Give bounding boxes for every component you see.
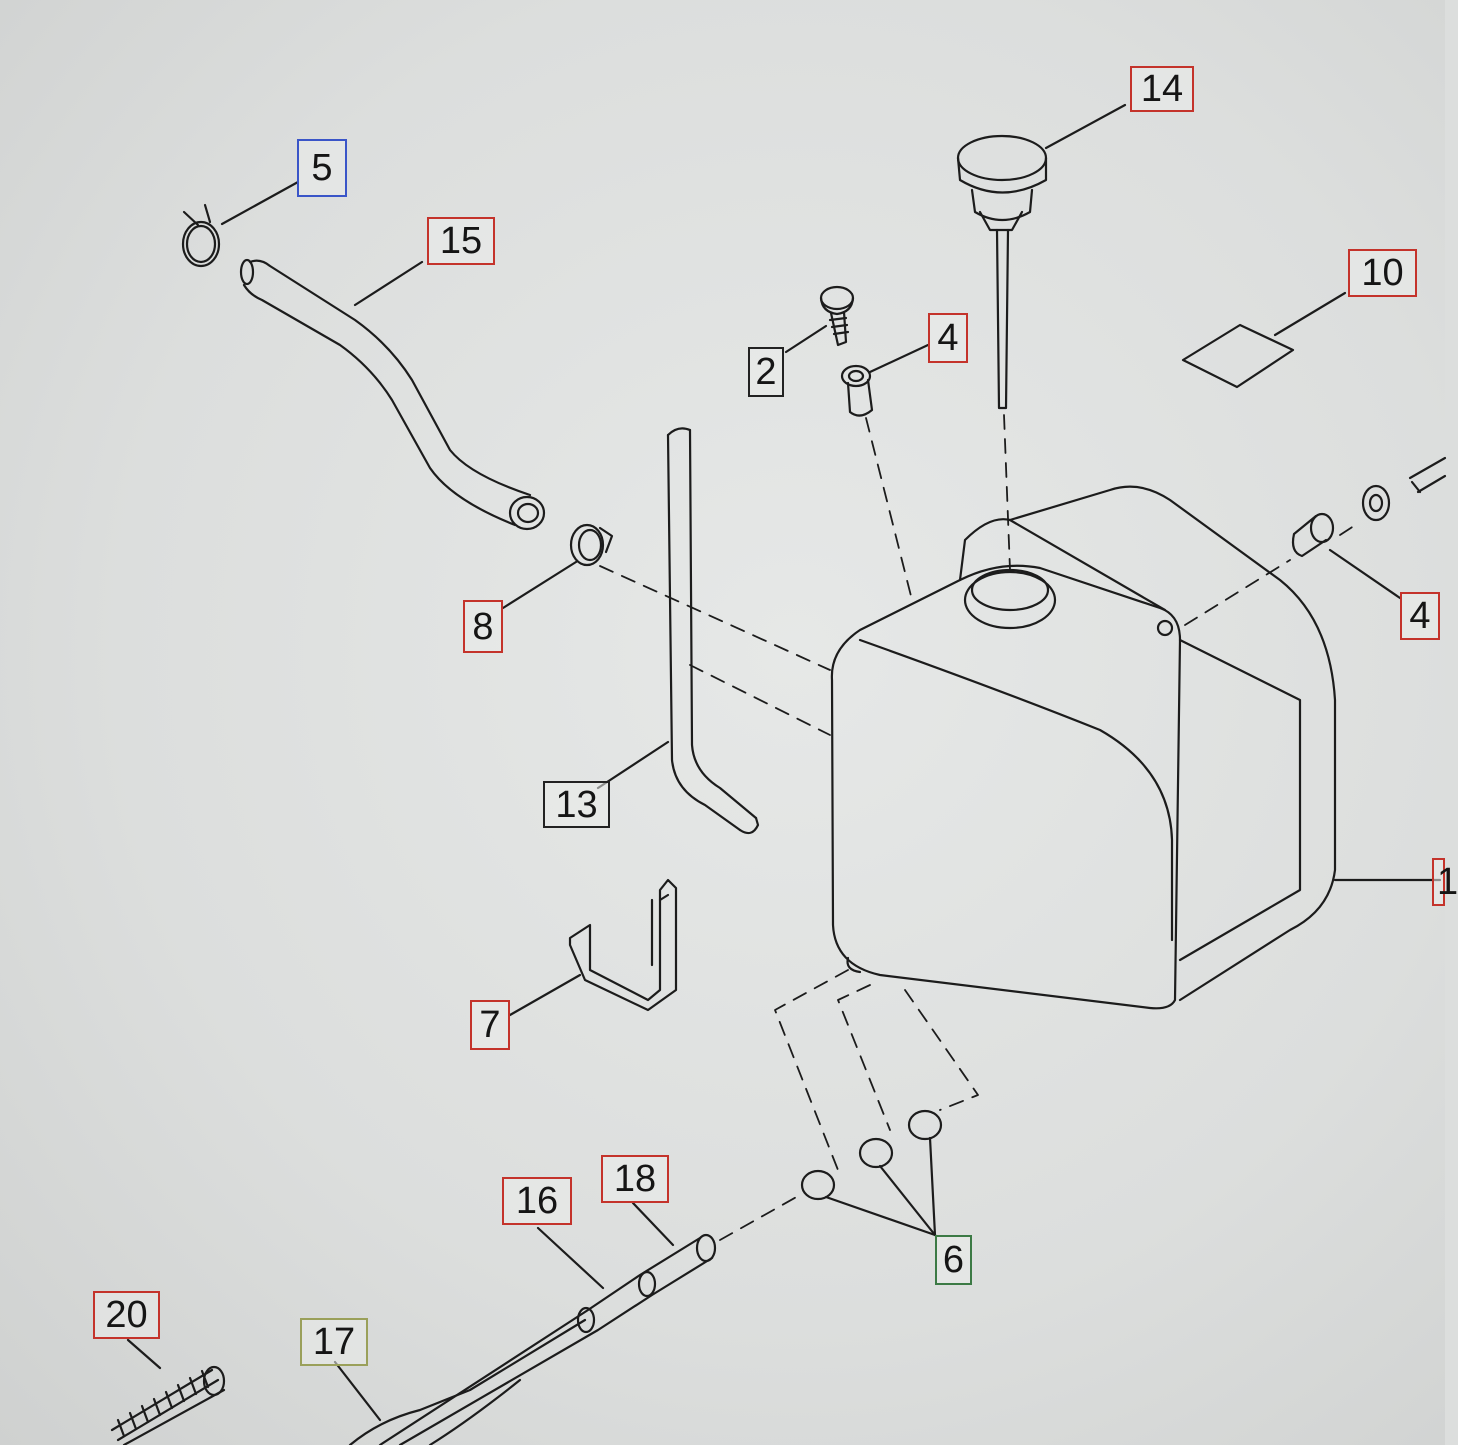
callout-14[interactable]: 14 (1130, 66, 1194, 112)
leader-line-14 (1044, 103, 1127, 150)
callout-10[interactable]: 10 (1348, 249, 1417, 297)
callout-15[interactable]: 15 (427, 217, 495, 265)
clamp-part-8[interactable] (569, 523, 614, 567)
dipstick-cap-part[interactable] (956, 134, 1048, 410)
clamp-part-5[interactable] (181, 203, 221, 268)
leader-line-4-top (868, 343, 930, 374)
spacer-part-4-right[interactable] (1291, 456, 1447, 558)
callout-8[interactable]: 8 (463, 600, 503, 653)
callout-17[interactable]: 17 (300, 1318, 368, 1366)
bracket-part-7[interactable] (568, 878, 678, 1012)
clamp-set-part-6[interactable] (800, 1109, 943, 1201)
leader-line-17 (333, 1360, 382, 1422)
callout-7[interactable]: 7 (470, 1000, 510, 1050)
callout-2[interactable]: 2 (748, 347, 784, 397)
leader-line-5 (220, 180, 300, 226)
spring-part-20[interactable] (110, 1365, 226, 1445)
leader-line-7 (508, 973, 582, 1017)
leader-line-18 (631, 1201, 675, 1247)
callout-1[interactable]: 1 (1432, 858, 1458, 906)
breather-tube-part-13[interactable] (666, 427, 760, 835)
spacer-part-4-top[interactable] (840, 364, 874, 417)
assembly-dashed-lines (599, 414, 1361, 1241)
leader-line-8 (501, 560, 578, 610)
callout-5[interactable]: 5 (297, 139, 347, 197)
callout-13[interactable]: 13 (543, 781, 610, 828)
callout-4-right[interactable]: 4 (1400, 592, 1440, 640)
leader-line-16 (536, 1226, 605, 1290)
oil-tank-part-1[interactable] (830, 485, 1337, 1010)
fuel-line-part-16-18[interactable] (378, 1233, 717, 1445)
leader-line-20 (126, 1338, 162, 1370)
leader-line-4-right (1328, 548, 1402, 600)
leader-lines-6 (824, 1136, 937, 1237)
decal-part-10[interactable] (1181, 323, 1295, 389)
screw-part-2[interactable] (819, 285, 855, 347)
leader-line-13 (596, 740, 670, 790)
leader-line-2 (784, 324, 828, 354)
hose-part-15[interactable] (239, 258, 546, 531)
leader-line-15 (353, 260, 424, 307)
callout-4-top[interactable]: 4 (928, 313, 968, 363)
callout-20[interactable]: 20 (93, 1291, 160, 1339)
callout-18[interactable]: 18 (601, 1155, 669, 1203)
hose-part-17[interactable] (348, 1318, 587, 1445)
callout-6[interactable]: 6 (935, 1235, 972, 1285)
callout-16[interactable]: 16 (502, 1177, 572, 1225)
leader-line-10 (1273, 291, 1347, 337)
